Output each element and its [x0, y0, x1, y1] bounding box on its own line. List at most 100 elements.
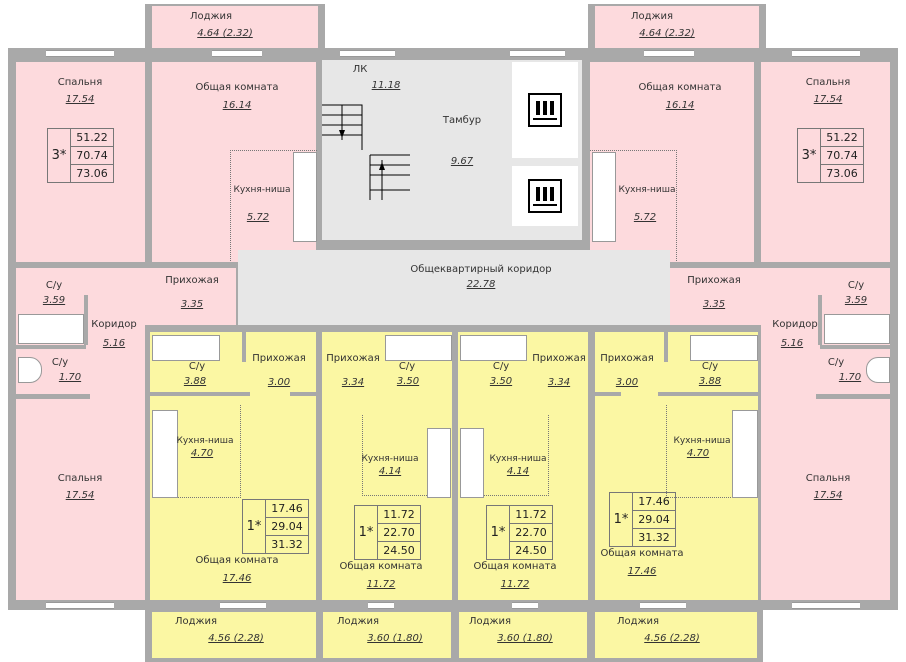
room-label: С/у — [827, 357, 845, 368]
room-label: Спальня — [805, 473, 851, 484]
kitchen-unit-icon — [152, 410, 178, 498]
bathtub-icon — [385, 335, 452, 361]
wall — [820, 345, 890, 349]
room-label: Тамбур — [442, 115, 482, 126]
room-area: 16.14 — [665, 100, 695, 111]
wall — [664, 332, 668, 362]
wall — [816, 394, 890, 399]
room-label: Коридор — [772, 319, 818, 330]
kitchen-unit-icon — [592, 152, 616, 242]
left-living-room — [152, 62, 316, 262]
wall — [84, 295, 88, 345]
kitchen-unit-icon — [732, 410, 758, 498]
window — [46, 50, 114, 57]
room-label: Общая комната — [339, 561, 423, 572]
room-area: 3.60 (1.80) — [497, 633, 553, 644]
room-label: С/у — [51, 357, 69, 368]
living-area: 11.72 — [378, 506, 420, 524]
room-label: Кухня-ниша — [176, 436, 234, 446]
room-label: Общая комната — [600, 548, 684, 559]
wall — [818, 295, 822, 345]
total-area-with-loggia: 24.50 — [383, 544, 415, 557]
room-label: Прихожая — [252, 353, 306, 364]
kitchen-niche-outline — [590, 150, 677, 261]
room-area: 9.67 — [450, 156, 474, 167]
room-area: 3.60 (1.80) — [367, 633, 423, 644]
left-bedroom1 — [16, 62, 145, 262]
left-hall — [145, 268, 236, 325]
room-label: Лоджия — [174, 616, 218, 627]
kitchen-niche-outline — [230, 150, 317, 261]
room-count: 1* — [610, 493, 633, 546]
window — [512, 602, 538, 609]
room-area: 5.72 — [246, 212, 270, 223]
total-area-with-loggia: 73.06 — [76, 167, 108, 180]
apt-b-loggia — [323, 612, 451, 658]
room-area: 4.14 — [378, 466, 402, 477]
apt-c-loggia — [459, 612, 587, 658]
room-area: 17.46 — [222, 573, 252, 584]
room-label: Лоджия — [630, 11, 674, 22]
kitchen-niche-outline — [666, 405, 757, 498]
living-area: 17.46 — [266, 500, 308, 518]
room-area: 5.16 — [102, 338, 126, 349]
kitchen-niche-outline — [362, 415, 451, 496]
living-area: 51.22 — [821, 129, 863, 147]
stairs-icon — [322, 104, 410, 200]
room-label: С/у — [188, 361, 206, 372]
total-area-with-loggia: 24.50 — [515, 544, 547, 557]
wall — [242, 332, 246, 362]
room-area: 3.50 — [396, 376, 420, 387]
common-corridor — [238, 250, 670, 325]
wall — [595, 392, 621, 396]
left-loggia — [152, 6, 318, 48]
room-area: 3.35 — [180, 299, 204, 310]
living-area: 51.22 — [71, 129, 113, 147]
total-area: 70.74 — [821, 147, 863, 165]
room-area: 4.64 (2.32) — [639, 28, 695, 39]
living-area: 17.46 — [633, 493, 675, 511]
room-count: 1* — [243, 500, 266, 553]
room-area: 22.78 — [466, 279, 496, 290]
window — [220, 602, 266, 609]
room-label: Прихожая — [326, 353, 380, 364]
room-label: Общая комната — [195, 555, 279, 566]
room-label: Лоджия — [468, 616, 512, 627]
room-label: Прихожая — [532, 353, 586, 364]
room-label: Кухня-ниша — [618, 185, 676, 195]
room-area: 11.72 — [500, 579, 530, 590]
wall — [16, 345, 86, 349]
room-area: 17.54 — [65, 490, 95, 501]
wall — [150, 392, 250, 396]
room-label: Прихожая — [600, 353, 654, 364]
right-hall — [670, 268, 761, 325]
window — [792, 50, 860, 57]
apt-d-loggia — [595, 612, 757, 658]
room-area: 4.64 (2.32) — [197, 28, 253, 39]
room-area: 11.72 — [366, 579, 396, 590]
room-label: Кухня-ниша — [489, 454, 547, 464]
room-label: Кухня-ниша — [673, 436, 731, 446]
room-label: Прихожая — [687, 275, 741, 286]
room-area: 3.00 — [267, 377, 291, 388]
room-label: Лоджия — [189, 11, 233, 22]
window — [212, 50, 262, 57]
elevator-icon — [512, 62, 578, 158]
room-label: С/у — [398, 361, 416, 372]
room-label: Общая комната — [473, 561, 557, 572]
room-area: 3.88 — [183, 376, 207, 387]
room-area: 5.16 — [780, 338, 804, 349]
room-label: С/у — [45, 280, 63, 291]
room-label: Коридор — [91, 319, 137, 330]
room-label: Спальня — [57, 473, 103, 484]
window — [640, 602, 686, 609]
room-area: 3.35 — [702, 299, 726, 310]
kitchen-unit-icon — [427, 428, 451, 498]
window — [46, 602, 114, 609]
room-area: 3.59 — [844, 295, 868, 306]
